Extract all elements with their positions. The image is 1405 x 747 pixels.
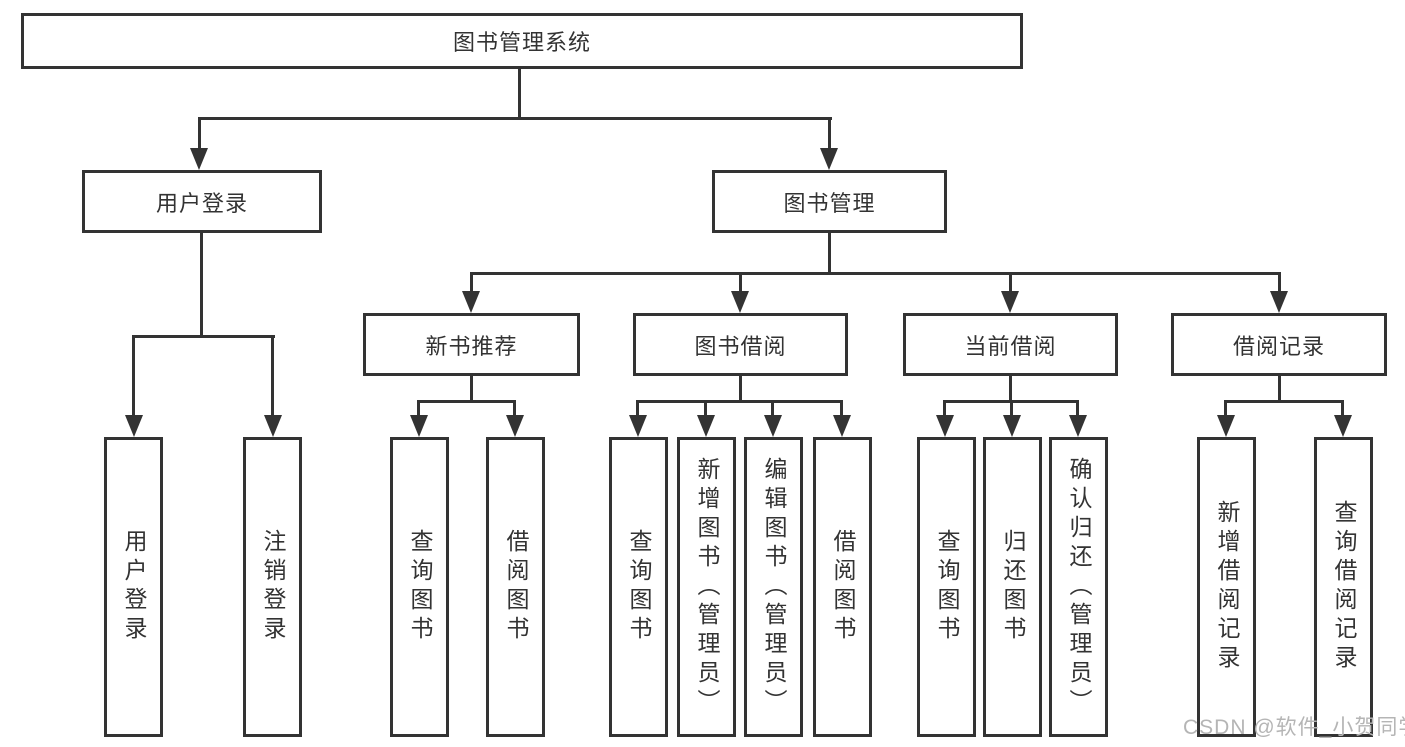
connector-line	[739, 272, 742, 293]
leaf-return-books: 归还图书	[983, 437, 1042, 737]
connector-line	[513, 400, 516, 417]
connector-line	[1076, 400, 1079, 417]
watermark: CSDN @软件_小贺同学	[1183, 716, 1405, 739]
leaf-logout: 注销登录	[243, 437, 302, 737]
connector-line	[518, 69, 521, 120]
node-label: 用户登录	[121, 529, 147, 645]
connector-line	[1010, 400, 1013, 417]
node-label: 查询借阅记录	[1331, 500, 1357, 674]
node-book-management: 图书管理	[712, 170, 947, 233]
connector-line	[1278, 376, 1281, 403]
node-library-system: 图书管理系统	[21, 13, 1023, 69]
connector-line	[1341, 400, 1344, 417]
node-label: 借阅记录	[1232, 333, 1325, 359]
node-label: 借阅图书	[830, 529, 856, 645]
connector-line	[198, 117, 201, 150]
node-current-borrowing: 当前借阅	[903, 313, 1118, 376]
connector-line	[840, 400, 843, 417]
node-label: 当前借阅	[964, 333, 1057, 359]
node-label: 新增借阅记录	[1214, 500, 1240, 674]
node-book-borrowing: 图书借阅	[633, 313, 848, 376]
leaf-query-books-current: 查询图书	[917, 437, 976, 737]
arrowhead-down-icon	[697, 415, 715, 437]
arrowhead-down-icon	[936, 415, 954, 437]
arrowhead-down-icon	[1003, 415, 1021, 437]
node-label: 图书管理系统	[452, 30, 591, 55]
node-borrow-records: 借阅记录	[1171, 313, 1387, 376]
node-label: 用户登录	[155, 190, 248, 216]
arrowhead-down-icon	[1069, 415, 1087, 437]
arrowhead-down-icon	[833, 415, 851, 437]
connector-line	[470, 376, 473, 403]
connector-line	[470, 272, 473, 293]
connector-line	[200, 233, 203, 338]
connector-line	[271, 335, 274, 417]
leaf-add-borrow-record: 新增借阅记录	[1197, 437, 1256, 737]
connector-line	[470, 272, 1281, 275]
connector-line	[636, 400, 843, 403]
node-label: 图书借阅	[694, 333, 787, 359]
connector-line	[1224, 400, 1344, 403]
node-label: 查询图书	[626, 529, 652, 645]
leaf-borrow-books-borrowing: 借阅图书	[813, 437, 872, 737]
connector-line	[1009, 376, 1012, 403]
arrowhead-down-icon	[820, 148, 838, 170]
arrowhead-down-icon	[506, 415, 524, 437]
node-new-book-recommend: 新书推荐	[363, 313, 580, 376]
connector-line	[1009, 272, 1012, 293]
leaf-query-borrow-record: 查询借阅记录	[1314, 437, 1373, 737]
arrowhead-down-icon	[462, 291, 480, 313]
leaf-borrow-books-recommend: 借阅图书	[486, 437, 545, 737]
connector-line	[132, 335, 135, 417]
leaf-user-login: 用户登录	[104, 437, 163, 737]
leaf-query-books-recommend: 查询图书	[390, 437, 449, 737]
leaf-confirm-return-admin: 确认归还（管理员）	[1049, 437, 1108, 737]
arrowhead-down-icon	[1001, 291, 1019, 313]
node-label: 查询图书	[407, 529, 433, 645]
node-label: 注销登录	[260, 529, 286, 645]
connector-line	[1278, 272, 1281, 293]
arrowhead-down-icon	[1270, 291, 1288, 313]
node-user-login: 用户登录	[82, 170, 322, 233]
connector-line	[704, 400, 707, 417]
connector-line	[417, 400, 516, 403]
connector-line	[828, 117, 831, 150]
arrowhead-down-icon	[190, 148, 208, 170]
arrowhead-down-icon	[764, 415, 782, 437]
arrowhead-down-icon	[264, 415, 282, 437]
connector-line	[198, 117, 832, 120]
node-label: 图书管理	[783, 190, 876, 216]
connector-line	[739, 376, 742, 403]
node-label: 查询图书	[934, 529, 960, 645]
arrowhead-down-icon	[1217, 415, 1235, 437]
leaf-query-books-borrowing: 查询图书	[609, 437, 668, 737]
connector-line	[636, 400, 639, 417]
arrowhead-down-icon	[410, 415, 428, 437]
connector-line	[943, 400, 946, 417]
arrowhead-down-icon	[1334, 415, 1352, 437]
connector-line	[1224, 400, 1227, 417]
node-label: 确认归还（管理员）	[1066, 456, 1092, 718]
connector-line	[828, 233, 831, 275]
arrowhead-down-icon	[629, 415, 647, 437]
connector-line	[771, 400, 774, 417]
node-label: 编辑图书（管理员）	[761, 456, 787, 718]
arrowhead-down-icon	[731, 291, 749, 313]
leaf-add-books-admin: 新增图书（管理员）	[677, 437, 736, 737]
node-label: 归还图书	[1000, 529, 1026, 645]
connector-line	[417, 400, 420, 417]
leaf-edit-books-admin: 编辑图书（管理员）	[744, 437, 803, 737]
arrowhead-down-icon	[125, 415, 143, 437]
node-label: 借阅图书	[503, 529, 529, 645]
connector-line	[132, 335, 275, 338]
node-label: 新增图书（管理员）	[694, 456, 720, 718]
node-label: 新书推荐	[425, 333, 518, 359]
